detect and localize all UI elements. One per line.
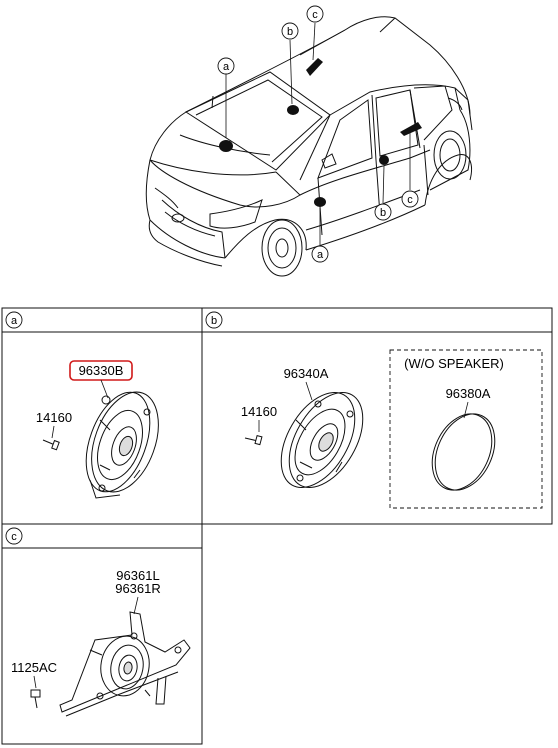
part-number-96330b[interactable]: 96330B bbox=[79, 363, 124, 378]
bracket-icon bbox=[59, 611, 191, 717]
speaker-icon bbox=[280, 392, 364, 488]
part-number-96340a[interactable]: 96340A bbox=[284, 366, 329, 381]
part-number-96380a[interactable]: 96380A bbox=[446, 386, 491, 401]
callout-b-top: b bbox=[281, 22, 299, 40]
part-number-96361l[interactable]: 96361L bbox=[116, 568, 159, 583]
bolt-number[interactable]: 1125AC bbox=[11, 660, 57, 675]
screw-number-b[interactable]: 14160 bbox=[241, 404, 277, 419]
speaker-spot-dash bbox=[287, 105, 299, 115]
bolt-icon bbox=[30, 689, 41, 709]
svg-text:c: c bbox=[312, 9, 318, 21]
svg-text:a: a bbox=[223, 61, 230, 73]
screw-number-a[interactable]: 14160 bbox=[36, 410, 72, 425]
without-speaker-label: (W/O SPEAKER) bbox=[404, 356, 504, 371]
panel-grid bbox=[1, 307, 553, 745]
svg-text:b: b bbox=[380, 207, 386, 219]
svg-text:c: c bbox=[407, 194, 413, 206]
speaker-spot-rear-door bbox=[379, 155, 389, 165]
cover-disc-icon bbox=[431, 413, 496, 491]
screw-icon bbox=[244, 435, 263, 446]
svg-text:a: a bbox=[317, 249, 324, 261]
speaker-spot-lower-door bbox=[314, 197, 326, 207]
speaker-locations bbox=[219, 58, 422, 207]
speaker-spot-front-door bbox=[219, 140, 233, 152]
speaker-spot-rear-tweeter bbox=[400, 122, 422, 136]
screw-icon bbox=[42, 439, 60, 451]
panel-b-letter: b bbox=[205, 311, 223, 329]
svg-text:a: a bbox=[11, 315, 18, 327]
without-speaker-box bbox=[389, 349, 543, 509]
panel-c-letter: c bbox=[5, 527, 23, 545]
part-number-96361r[interactable]: 96361R bbox=[115, 581, 161, 596]
callout-a-bottom: a bbox=[311, 245, 329, 263]
callout-c-bottom: c bbox=[401, 190, 419, 208]
svg-text:b: b bbox=[287, 26, 293, 38]
callout-a-top: a bbox=[217, 57, 235, 75]
callout-c-top: c bbox=[306, 5, 324, 23]
car-icon bbox=[145, 16, 473, 277]
callout-b-bottom: b bbox=[374, 203, 392, 221]
speaker-icon bbox=[85, 391, 159, 499]
svg-text:c: c bbox=[11, 531, 17, 543]
speaker-spot-c-pillar bbox=[306, 58, 323, 76]
panel-a-letter: a bbox=[5, 311, 23, 329]
svg-text:b: b bbox=[211, 315, 217, 327]
